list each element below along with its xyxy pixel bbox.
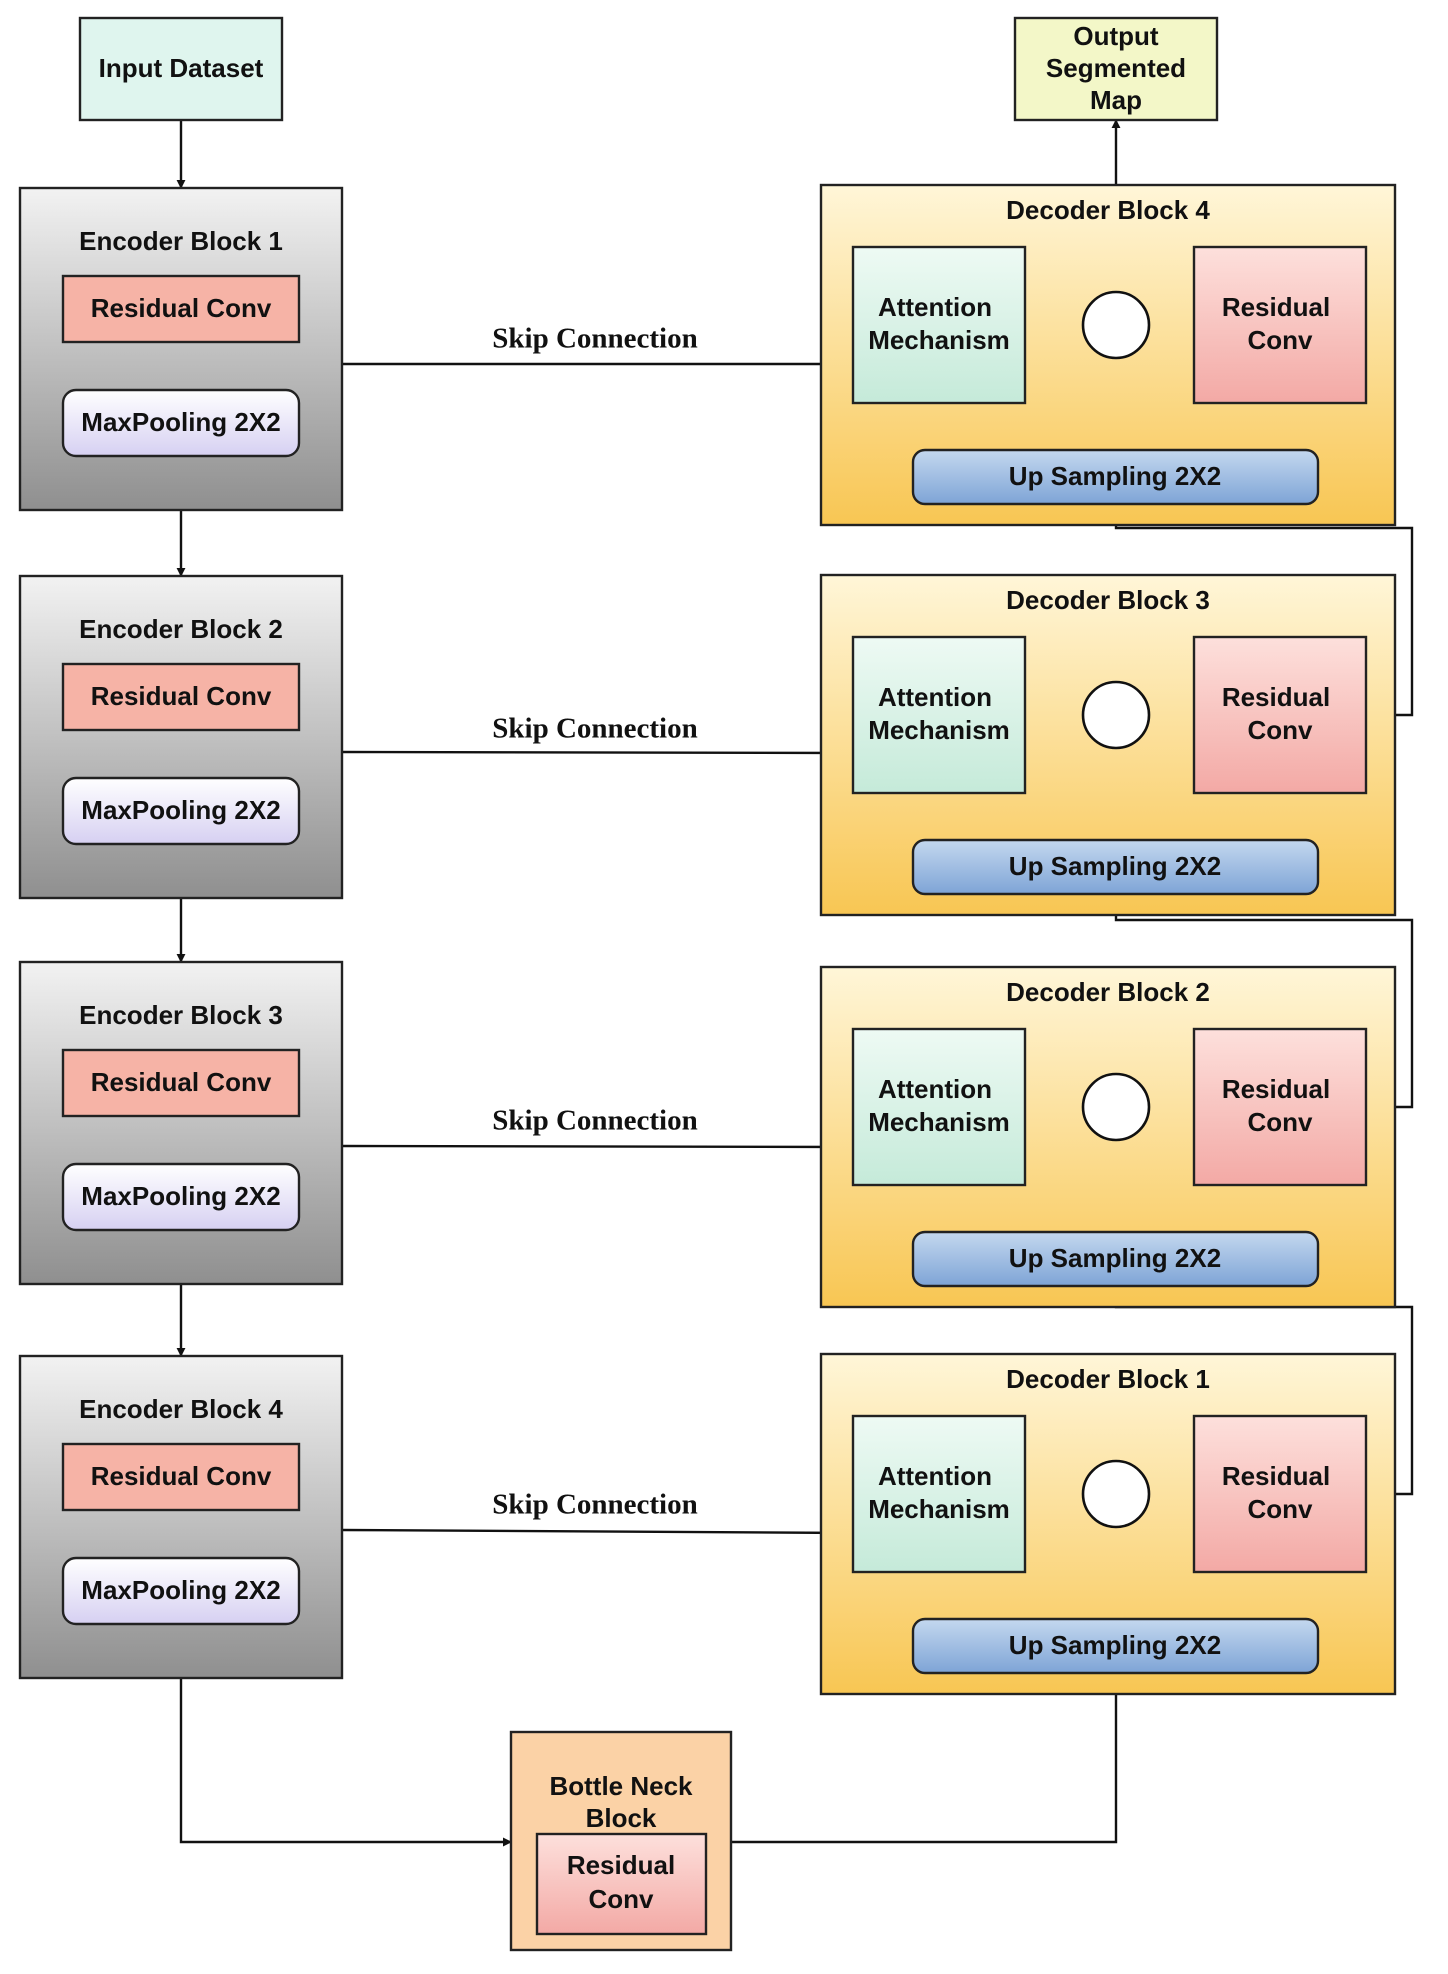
skip-connection-label: Skip Connection bbox=[492, 1105, 697, 1137]
up-sampling-box bbox=[911, 1230, 1320, 1288]
attention-label-line: Attention bbox=[878, 292, 992, 322]
attention-label-line: Mechanism bbox=[868, 715, 1010, 745]
decoder-residual-conv-box bbox=[1192, 635, 1368, 795]
output-map-label-line: Map bbox=[1090, 85, 1142, 115]
input-dataset-label: Input Dataset bbox=[99, 53, 264, 83]
skip-connection-label: Skip Connection bbox=[492, 713, 697, 745]
residual-conv-label: Residual Conv bbox=[91, 293, 272, 323]
encoder-block-title: Encoder Block 2 bbox=[79, 614, 283, 644]
maxpooling-label: MaxPooling 2X2 bbox=[81, 795, 280, 825]
bottleneck-residual-conv-box bbox=[535, 1832, 708, 1936]
addition-node bbox=[1081, 290, 1151, 360]
input-dataset-box bbox=[78, 16, 284, 122]
attention-mechanism-box bbox=[851, 245, 1027, 405]
bottleneck-to-decoder-arrow bbox=[731, 1672, 1121, 1844]
residual-conv-box bbox=[61, 274, 301, 344]
decoder-conv-label-line: Conv bbox=[1248, 1494, 1314, 1524]
encoder-block-title: Encoder Block 3 bbox=[79, 1000, 283, 1030]
addition-node bbox=[1081, 680, 1151, 750]
bottleneck-title-line: Block bbox=[586, 1803, 657, 1833]
skip-connection-arrow bbox=[341, 1142, 854, 1152]
up-sampling-label: Up Sampling 2X2 bbox=[1009, 851, 1221, 881]
maxpooling-label: MaxPooling 2X2 bbox=[81, 1575, 280, 1605]
maxpooling-label: MaxPooling 2X2 bbox=[81, 1181, 280, 1211]
attention-mechanism-box bbox=[851, 1027, 1027, 1187]
up-sampling-box bbox=[911, 838, 1320, 896]
attention-label-line: Attention bbox=[878, 682, 992, 712]
bottleneck-conv-label-line: Residual bbox=[567, 1850, 675, 1880]
up-sampling-label: Up Sampling 2X2 bbox=[1009, 1243, 1221, 1273]
addition-node bbox=[1081, 1459, 1151, 1529]
residual-conv-box bbox=[61, 1442, 301, 1512]
residual-conv-box bbox=[61, 1048, 301, 1118]
skip-connection-label: Skip Connection bbox=[492, 1489, 697, 1521]
output-map-label-line: Output bbox=[1073, 21, 1159, 51]
decoder-block-title: Decoder Block 1 bbox=[1006, 1364, 1210, 1394]
decoder-conv-label-line: Residual bbox=[1222, 292, 1330, 322]
up-sampling-label: Up Sampling 2X2 bbox=[1009, 1630, 1221, 1660]
maxpooling-box bbox=[61, 1162, 301, 1232]
decoder-block-title: Decoder Block 4 bbox=[1006, 195, 1210, 225]
decoder-conv-label-line: Conv bbox=[1248, 325, 1314, 355]
residual-conv-label: Residual Conv bbox=[91, 1067, 272, 1097]
residual-conv-box bbox=[61, 662, 301, 732]
skip-connection-arrow bbox=[341, 1528, 854, 1538]
encoder-block-title: Encoder Block 1 bbox=[79, 226, 283, 256]
attention-mechanism-box bbox=[851, 635, 1027, 795]
decoder-residual-conv-box bbox=[1192, 245, 1368, 405]
encoder-block-title: Encoder Block 4 bbox=[79, 1394, 283, 1424]
attention-label-line: Mechanism bbox=[868, 325, 1010, 355]
attention-label-line: Attention bbox=[878, 1074, 992, 1104]
attention-label-line: Mechanism bbox=[868, 1107, 1010, 1137]
addition-node bbox=[1081, 1072, 1151, 1142]
residual-conv-label: Residual Conv bbox=[91, 1461, 272, 1491]
bottleneck-conv-label-line: Conv bbox=[589, 1884, 655, 1914]
decoder-residual-conv-box bbox=[1192, 1414, 1368, 1574]
attention-label-line: Attention bbox=[878, 1461, 992, 1491]
attention-mechanism-box bbox=[851, 1414, 1027, 1574]
skip-connection-arrow bbox=[341, 748, 854, 758]
up-sampling-box bbox=[911, 448, 1320, 506]
residual-conv-label: Residual Conv bbox=[91, 681, 272, 711]
maxpooling-box bbox=[61, 776, 301, 846]
maxpooling-box bbox=[61, 1556, 301, 1626]
decoder-conv-label-line: Residual bbox=[1222, 682, 1330, 712]
decoder-conv-label-line: Conv bbox=[1248, 715, 1314, 745]
decoder-residual-conv-box bbox=[1192, 1027, 1368, 1187]
maxpooling-box bbox=[61, 388, 301, 458]
output-map-label-line: Segmented bbox=[1046, 53, 1186, 83]
up-sampling-box bbox=[911, 1617, 1320, 1675]
bottleneck-title-line: Bottle Neck bbox=[549, 1771, 693, 1801]
decoder-block-title: Decoder Block 3 bbox=[1006, 585, 1210, 615]
attention-label-line: Mechanism bbox=[868, 1494, 1010, 1524]
decoder-conv-label-line: Residual bbox=[1222, 1074, 1330, 1104]
decoder-conv-label-line: Conv bbox=[1248, 1107, 1314, 1137]
encoder-to-bottleneck-arrow bbox=[179, 1678, 512, 1847]
output-map-box bbox=[1013, 16, 1219, 122]
up-sampling-label: Up Sampling 2X2 bbox=[1009, 461, 1221, 491]
maxpooling-label: MaxPooling 2X2 bbox=[81, 407, 280, 437]
decoder-conv-label-line: Residual bbox=[1222, 1461, 1330, 1491]
skip-connection-label: Skip Connection bbox=[492, 323, 697, 355]
decoder-block-title: Decoder Block 2 bbox=[1006, 977, 1210, 1007]
